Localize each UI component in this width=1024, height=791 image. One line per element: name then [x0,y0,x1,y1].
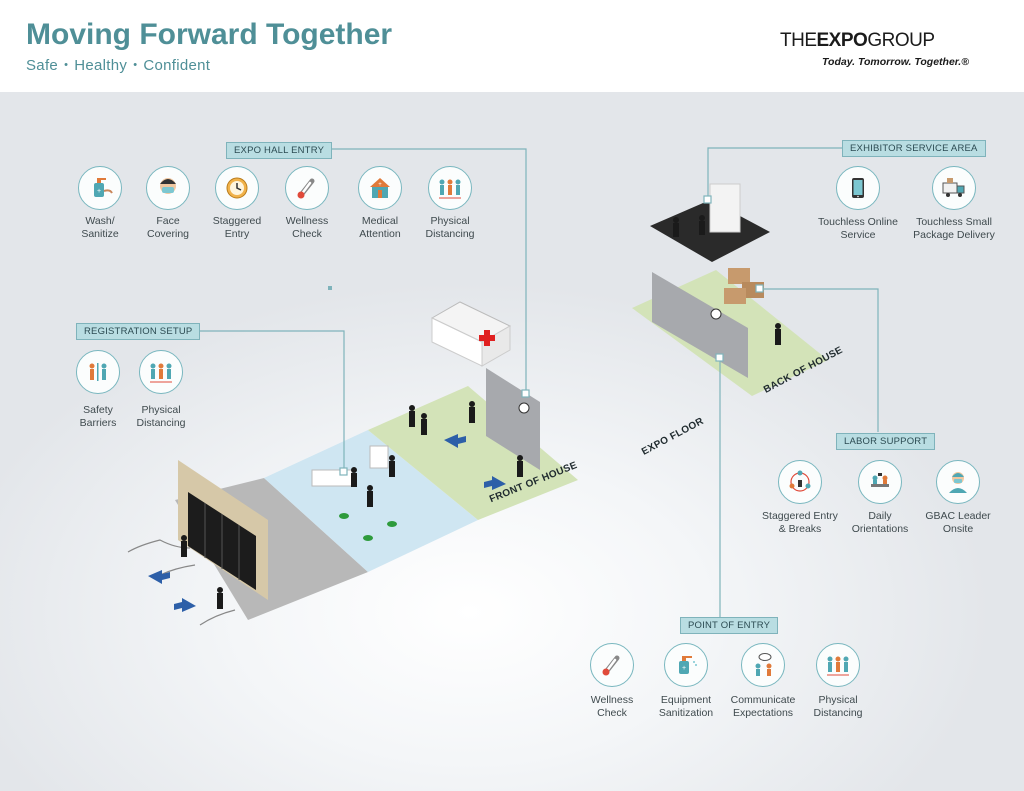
tagline-healthy: Healthy [74,57,128,74]
thermometer-icon [285,166,329,210]
item-label: Staggered Entry& Breaks [762,510,838,535]
tagline-safe: Safe [26,57,59,74]
hand-sanitizer-icon: + [78,166,122,210]
front-of-house-floor [368,386,578,520]
thermometer-icon [590,643,634,687]
direction-arrows [148,434,506,612]
people-distancing-icon [816,643,860,687]
point-of-entry-tag: POINT OF ENTRY [680,617,779,634]
exhibitor-service-area-tag: EXHIBITOR SERVICE AREA [842,140,986,157]
svg-text:+: + [378,182,382,188]
distancing-markers [339,513,397,541]
leader-mask-icon [936,460,980,504]
wall-clock-icon [518,402,530,414]
people-distancing-icon [139,350,183,394]
labor-support-tag: LABOR SUPPORT [836,433,936,450]
speech-bubble-icon [741,643,785,687]
expo-hall-entry-tag: EXPO HALL ENTRY [226,142,333,159]
svg-text:+: + [97,188,101,195]
medical-station [430,301,512,367]
kiosk [369,445,389,469]
booth-wall [709,183,741,233]
clock-icon [215,166,259,210]
face-mask-icon [146,166,190,210]
wall-clock-icon [710,308,722,320]
logo-subtitle: Today. Tomorrow. Together.® [822,56,969,68]
back-partition-wall [652,272,748,378]
safety-barrier-icon [76,350,120,394]
medical-tent-icon: + [358,166,402,210]
item-label: Wash/Sanitize [81,215,119,240]
spray-bottle-icon: + [664,643,708,687]
marker-dot [328,286,332,290]
logo-bold: EXPO [816,30,868,51]
logo-prefix: THE [780,30,817,51]
bullet-icon: • [64,59,69,71]
svg-text:+: + [682,665,686,672]
company-logo: THEEXPOGROUP [780,30,935,52]
page-title: Moving Forward Together [26,18,393,51]
bullet-icon: • [133,59,138,71]
team-rotation-icon [778,460,822,504]
logo-suffix: GROUP [867,30,935,51]
connector-lines [186,147,879,618]
tagline-confident: Confident [143,57,211,74]
registration-setup-tag: REGISTRATION SETUP [76,323,201,340]
meeting-icon [858,460,902,504]
people-distancing-icon [428,166,472,210]
tablet-icon [836,166,880,210]
connector-endpoints [339,195,764,476]
tagline: Safe • Healthy • Confident [26,57,210,74]
people-silhouettes [181,215,781,609]
delivery-truck-icon [932,166,976,210]
header: Moving Forward Together Safe • Healthy • Con… [0,0,1024,92]
